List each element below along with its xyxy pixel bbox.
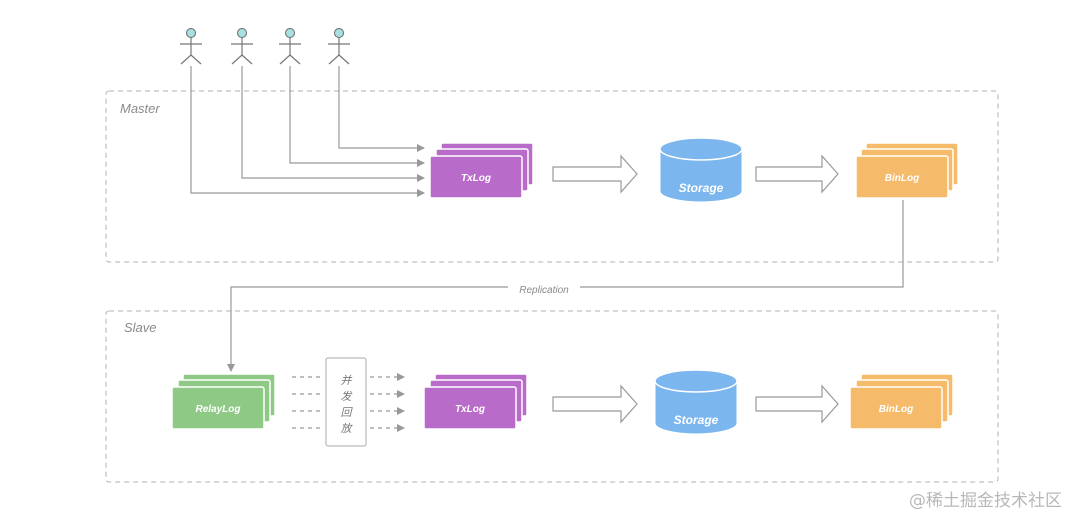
master-txlog-stack: TxLog — [429, 142, 534, 199]
user-arrow — [289, 66, 425, 167]
parallel-replay-char: 回 — [341, 407, 354, 419]
replication-connector: Replication — [227, 200, 904, 372]
slave-storage-label: Storage — [674, 413, 719, 427]
master-storage-label: Storage — [679, 181, 724, 195]
master-binlog-stack: BinLog — [855, 142, 959, 199]
slave-storage-cylinder: Storage — [654, 369, 738, 435]
slave-txlog-label: TxLog — [455, 404, 485, 415]
parallel-replay-char: 放 — [341, 422, 354, 435]
master-storage-to-binlog-arrow — [755, 154, 839, 194]
master-binlog-label: BinLog — [885, 173, 919, 184]
slave-binlog-stack: BinLog — [849, 373, 954, 430]
slave-txlog-stack: TxLog — [423, 373, 528, 430]
slave-txlog-to-storage-arrow — [552, 384, 638, 424]
master-storage-cylinder: Storage — [659, 137, 743, 203]
user-arrow — [338, 66, 425, 152]
user-arrow — [241, 66, 425, 182]
stick-figure-icon — [180, 28, 202, 65]
user-write-arrows — [190, 66, 425, 197]
master-txlog-to-storage-arrow — [552, 154, 638, 194]
slave-binlog-label: BinLog — [879, 404, 913, 415]
stick-figure-icon — [231, 28, 253, 65]
stick-figure-icon — [279, 28, 301, 65]
slave-relaylog-label: RelayLog — [195, 404, 240, 415]
slave-region-label: Slave — [124, 320, 157, 335]
slave-relaylog-stack: RelayLog — [171, 373, 276, 430]
master-region: Master — [105, 90, 999, 263]
user-arrow — [190, 66, 425, 197]
parallel-out-arrows — [370, 373, 405, 432]
watermark: @稀土掘金技术社区 — [909, 491, 1062, 511]
master-region-label: Master — [120, 101, 160, 116]
users-group — [180, 28, 350, 65]
parallel-replay-box: 并 发 回 放 — [325, 357, 367, 447]
parallel-replay-char: 并 — [341, 374, 353, 387]
master-txlog-label: TxLog — [461, 173, 491, 184]
stick-figure-icon — [328, 28, 350, 65]
slave-region: Slave — [105, 310, 999, 483]
replication-label: Replication — [519, 285, 569, 296]
parallel-in-arrows — [292, 376, 322, 429]
slave-storage-to-binlog-arrow — [755, 384, 839, 424]
parallel-replay-char: 发 — [341, 390, 353, 403]
